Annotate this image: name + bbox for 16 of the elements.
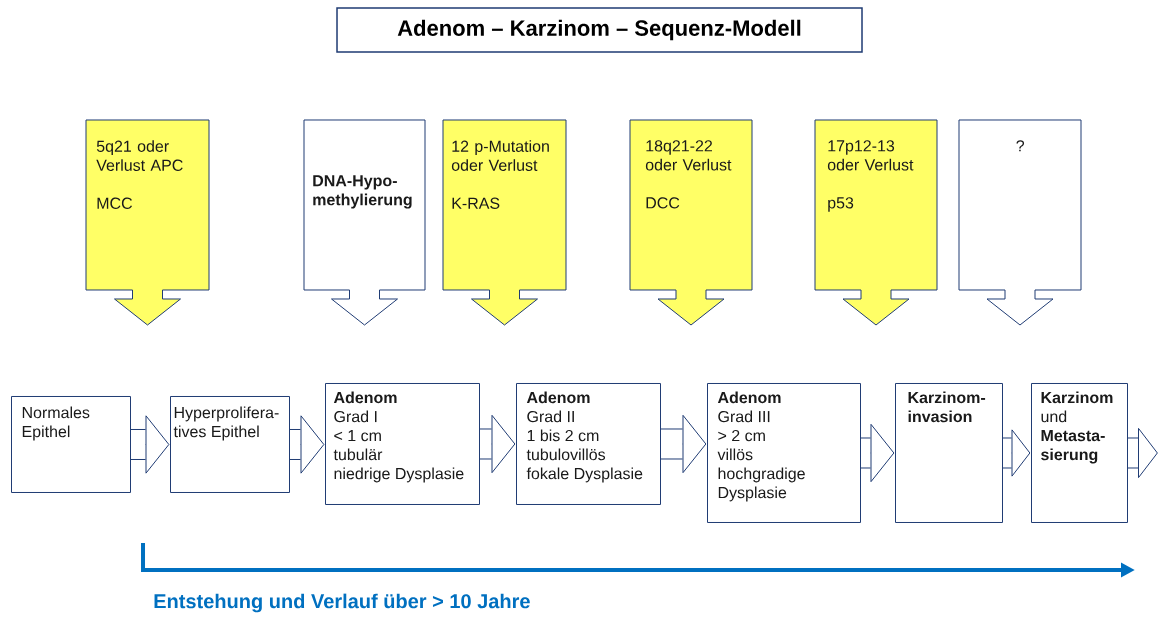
stage-box: Adenom Grad I < 1 cm tubulär niedrige Dysplasie <box>325 383 480 505</box>
block-arrow <box>660 414 707 474</box>
block-arrow <box>289 415 325 474</box>
stage-box: Normales Epithel <box>11 396 131 493</box>
block-arrow <box>479 414 516 474</box>
block-arrow <box>1002 429 1031 477</box>
stage-box: Adenom Grad II 1 bis 2 cm tubulovillös fokale Dysplasie <box>516 383 661 505</box>
timeline-label: Entstehung und Verlauf über > 10 Jahre <box>154 593 530 613</box>
stage-box: Hyperprolifera- tives Epithel <box>170 396 290 493</box>
title-box: Adenom – Karzinom – Sequenz-Modell <box>336 7 863 53</box>
block-arrow <box>130 415 170 474</box>
block-arrow <box>860 423 895 483</box>
stage-box: Adenom Grad III > 2 cm villös hochgradige Dysplasie <box>707 383 861 523</box>
stage-box: Karzinom und Metasta- sierung <box>1031 383 1128 523</box>
stage-box: Karzinom- invasion <box>895 383 1003 523</box>
block-arrow <box>1127 427 1158 479</box>
